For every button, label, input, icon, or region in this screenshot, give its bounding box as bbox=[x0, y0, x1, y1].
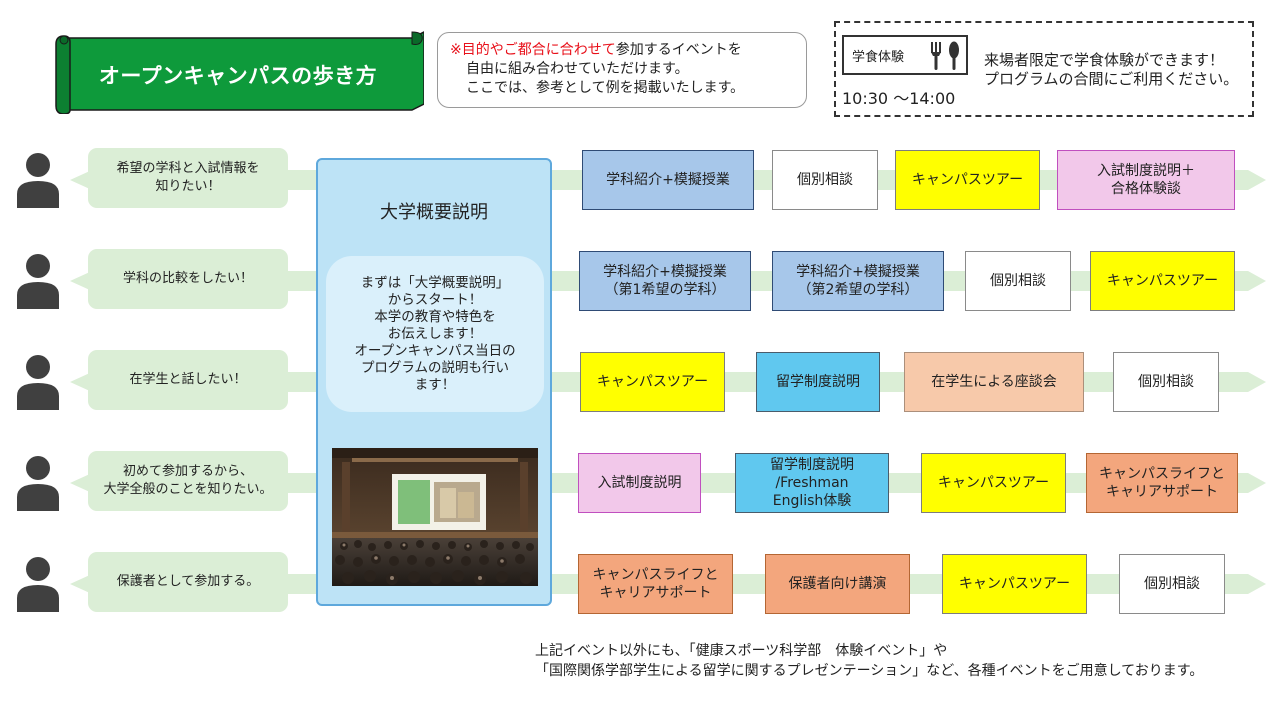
event-campus-tour: キャンパスツアー bbox=[895, 150, 1040, 210]
event-admission-explanation-testimonials: 入試制度説明＋ 合格体験談 bbox=[1057, 150, 1235, 210]
note-mark: ※ bbox=[450, 42, 462, 58]
cafeteria-label-box: 学食体験 bbox=[842, 35, 968, 75]
footer-line2: 「国際関係学部学生による留学に関するプレゼンテーション」など、各種イベントをご用… bbox=[535, 663, 1204, 679]
overview-title: 大学概要説明 bbox=[380, 202, 488, 223]
event-parents-lecture: 保護者向け講演 bbox=[765, 554, 910, 614]
need-text: 学科の比較をしたい！ bbox=[122, 271, 253, 286]
cafeteria-desc-line2: プログラムの合間にご利用ください。 bbox=[984, 70, 1239, 88]
person-icon bbox=[17, 456, 59, 511]
title-banner: オープンキャンパスの歩き方 bbox=[52, 30, 424, 114]
person-icon bbox=[17, 355, 59, 410]
need-bubble: 在学生と話したい！ bbox=[88, 350, 288, 410]
event-campus-tour: キャンパスツアー bbox=[942, 554, 1087, 614]
cafeteria-label: 学食体験 bbox=[852, 49, 905, 65]
need-text: 在学生と話したい！ bbox=[129, 372, 247, 387]
event-student-roundtable: 在学生による座談会 bbox=[904, 352, 1084, 412]
event-study-abroad-freshman-english: 留学制度説明 /Freshman English体験 bbox=[735, 453, 889, 513]
person-icon bbox=[17, 557, 59, 612]
note-box: ※目的やご都合に合わせて参加するイベントを 自由に組み合わせていただけます。 こ… bbox=[437, 32, 807, 108]
row-talk-with-students: 在学生と話したい！ キャンパスツアー 留学制度説明 在学生による座談会 個別相談 bbox=[0, 350, 1280, 430]
event-individual-consultation: 個別相談 bbox=[772, 150, 878, 210]
event-study-abroad-explanation: 留学制度説明 bbox=[756, 352, 880, 412]
event-admission-explanation: 入試制度説明 bbox=[578, 453, 701, 513]
need-bubble: 保護者として参加する。 bbox=[88, 552, 288, 612]
event-campus-tour: キャンパスツアー bbox=[580, 352, 725, 412]
event-campus-life-career-support: キャンパスライフと キャリアサポート bbox=[578, 554, 733, 614]
need-text: 初めて参加するから、 大学全般のことを知りたい。 bbox=[103, 464, 273, 497]
note-line1-rest: 参加するイベントを bbox=[615, 42, 742, 58]
event-individual-consultation: 個別相談 bbox=[1113, 352, 1219, 412]
auditorium-photo bbox=[332, 448, 538, 586]
row-first-time-general: 初めて参加するから、 大学全般のことを知りたい。 入試制度説明 留学制度説明 /… bbox=[0, 451, 1280, 531]
footer-line1: 上記イベント以外にも、「健康スポーツ科学部 体験イベント」や bbox=[535, 643, 948, 659]
event-campus-tour: キャンパスツアー bbox=[921, 453, 1066, 513]
note-line3: ここでは、参考として例を掲載いたします。 bbox=[466, 80, 745, 96]
event-campus-life-career-support: キャンパスライフと キャリアサポート bbox=[1086, 453, 1238, 513]
note-line2: 自由に組み合わせていただけます。 bbox=[466, 61, 689, 77]
cafeteria-box: 学食体験 10:30 ～14:00 来場者限定で学食体験ができます！ プログラム… bbox=[834, 21, 1254, 117]
page-title: オープンキャンパスの歩き方 bbox=[98, 64, 378, 88]
cafeteria-description: 来場者限定で学食体験ができます！ プログラムの合間にご利用ください。 bbox=[984, 51, 1238, 89]
event-campus-tour: キャンパスツアー bbox=[1090, 251, 1235, 311]
overview-description: まずは「大学概要説明」 からスタート！ 本学の教育や特色を お伝えします！ オー… bbox=[354, 274, 516, 393]
university-overview-panel: 大学概要説明 まずは「大学概要説明」 からスタート！ 本学の教育や特色を お伝え… bbox=[316, 158, 552, 606]
event-course-intro-first-choice: 学科紹介+模擬授業 （第1希望の学科） bbox=[579, 251, 751, 311]
event-individual-consultation: 個別相談 bbox=[1119, 554, 1225, 614]
overview-description-bubble: まずは「大学概要説明」 からスタート！ 本学の教育や特色を お伝えします！ オー… bbox=[326, 256, 544, 412]
cafeteria-desc-line1: 来場者限定で学食体験ができます！ bbox=[984, 51, 1225, 69]
fork-knife-icon bbox=[931, 41, 959, 70]
row-parents: 保護者として参加する。 キャンパスライフと キャリアサポート 保護者向け講演 キ… bbox=[0, 552, 1280, 632]
need-text: 希望の学科と入試情報を 知りたい！ bbox=[116, 161, 260, 194]
row-course-and-admission: 希望の学科と入試情報を 知りたい！ 学科紹介+模擬授業 個別相談 キャンパスツア… bbox=[0, 148, 1280, 228]
note-highlight: 目的やご都合に合わせて bbox=[461, 42, 616, 58]
footer-note: 上記イベント以外にも、「健康スポーツ科学部 体験イベント」や 「国際関係学部学生… bbox=[535, 641, 1203, 681]
person-icon bbox=[17, 153, 59, 208]
need-bubble: 初めて参加するから、 大学全般のことを知りたい。 bbox=[88, 451, 288, 511]
need-text: 保護者として参加する。 bbox=[116, 574, 260, 589]
event-individual-consultation: 個別相談 bbox=[965, 251, 1071, 311]
row-compare-courses: 学科の比較をしたい！ 学科紹介+模擬授業 （第1希望の学科） 学科紹介+模擬授業… bbox=[0, 249, 1280, 329]
need-bubble: 学科の比較をしたい！ bbox=[88, 249, 288, 309]
scroll-banner-shape bbox=[55, 31, 424, 114]
event-course-intro-second-choice: 学科紹介+模擬授業 （第2希望の学科） bbox=[772, 251, 944, 311]
event-course-intro-trial-lecture: 学科紹介+模擬授業 bbox=[582, 150, 754, 210]
need-bubble: 希望の学科と入試情報を 知りたい！ bbox=[88, 148, 288, 208]
cafeteria-time: 10:30 ～14:00 bbox=[842, 89, 956, 108]
person-icon bbox=[17, 254, 59, 309]
